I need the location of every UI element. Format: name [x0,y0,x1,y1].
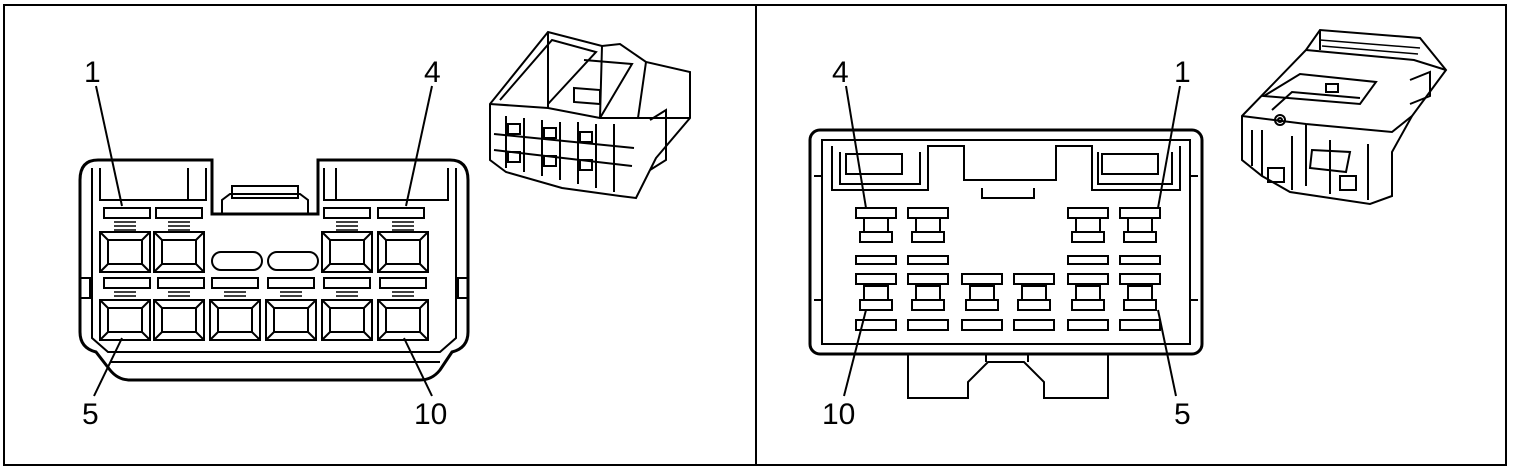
right-connector-3d-view [1241,28,1448,206]
leader-line-right-10 [843,309,867,397]
left-label-4: 4 [424,56,441,89]
cavity-8 [265,277,317,341]
pin-1 [1119,207,1161,265]
left-panel [78,30,691,397]
left-label-10: 10 [414,398,447,431]
right-label-5: 5 [1174,398,1191,431]
leader-line-left-10 [403,337,433,397]
cavity-9 [321,277,373,341]
cavity-6 [153,277,205,341]
right-lower-pins [855,273,1161,331]
pin-2 [1067,207,1109,265]
left-label-1: 1 [84,56,101,89]
right-label-1: 1 [1174,56,1191,89]
right-label-4: 4 [832,56,849,89]
pin-7 [1013,273,1055,331]
cavity-4 [377,207,429,273]
leader-line-right-5 [1157,309,1177,397]
pin-8 [961,273,1003,331]
left-connector-3d-view [489,30,691,200]
pin-5 [1119,273,1161,331]
pin-6 [1067,273,1109,331]
leader-line-right-4 [845,85,867,209]
leader-line-right-1 [1157,85,1181,209]
cavity-5 [99,277,151,341]
right-label-10: 10 [822,398,855,431]
pin-4 [855,207,897,265]
cavity-1 [99,207,151,273]
left-lower-cavities [99,277,429,341]
pin-10 [855,273,897,331]
cavity-3 [321,207,373,273]
right-connector-face [808,128,1204,399]
cavity-10 [377,277,429,341]
leader-line-left-5 [93,337,123,397]
left-label-5: 5 [82,398,99,431]
left-connector-face [78,158,470,382]
cavity-7 [209,277,261,341]
right-panel [808,28,1448,399]
cavity-2 [153,207,205,273]
pin-3 [907,207,949,265]
pin-9 [907,273,949,331]
leader-line-left-4 [405,85,433,207]
left-upper-cavities [99,207,429,273]
right-upper-pins [855,207,1161,265]
leader-line-left-1 [95,85,123,207]
